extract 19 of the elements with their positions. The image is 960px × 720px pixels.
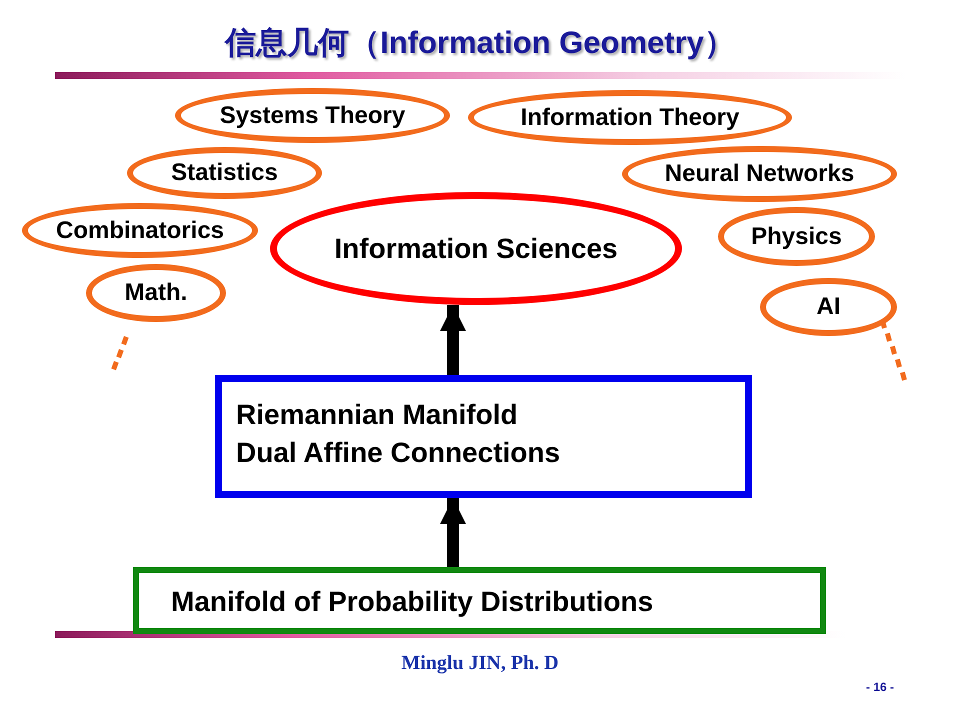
concept-box bbox=[133, 567, 826, 634]
topic-ellipse: Statistics bbox=[127, 147, 322, 199]
topic-ellipse: Neural Networks bbox=[622, 146, 897, 202]
slide-title: 信息几何（Information Geometry） bbox=[223, 24, 736, 62]
topic-ellipse: Systems Theory bbox=[175, 88, 450, 143]
box-text: Riemannian Manifold bbox=[236, 398, 519, 432]
topic-ellipse: AI bbox=[760, 278, 897, 336]
author-name: Minglu JIN, Ph. D bbox=[400, 652, 560, 675]
box-text: Dual Affine Connections bbox=[236, 436, 562, 470]
topic-ellipse: Combinatorics bbox=[22, 203, 258, 258]
topic-ellipse: Math. bbox=[86, 264, 226, 322]
topic-ellipse: Information Theory bbox=[468, 90, 792, 145]
concept-box bbox=[215, 375, 752, 498]
block-arrow bbox=[440, 305, 466, 375]
page-number: - 16 - bbox=[864, 680, 895, 694]
block-arrow bbox=[440, 498, 466, 567]
main-ellipse: Information Sciences bbox=[270, 192, 682, 305]
topic-ellipse: Physics bbox=[718, 207, 875, 266]
box-text: Manifold of Probability Distributions bbox=[171, 585, 654, 619]
